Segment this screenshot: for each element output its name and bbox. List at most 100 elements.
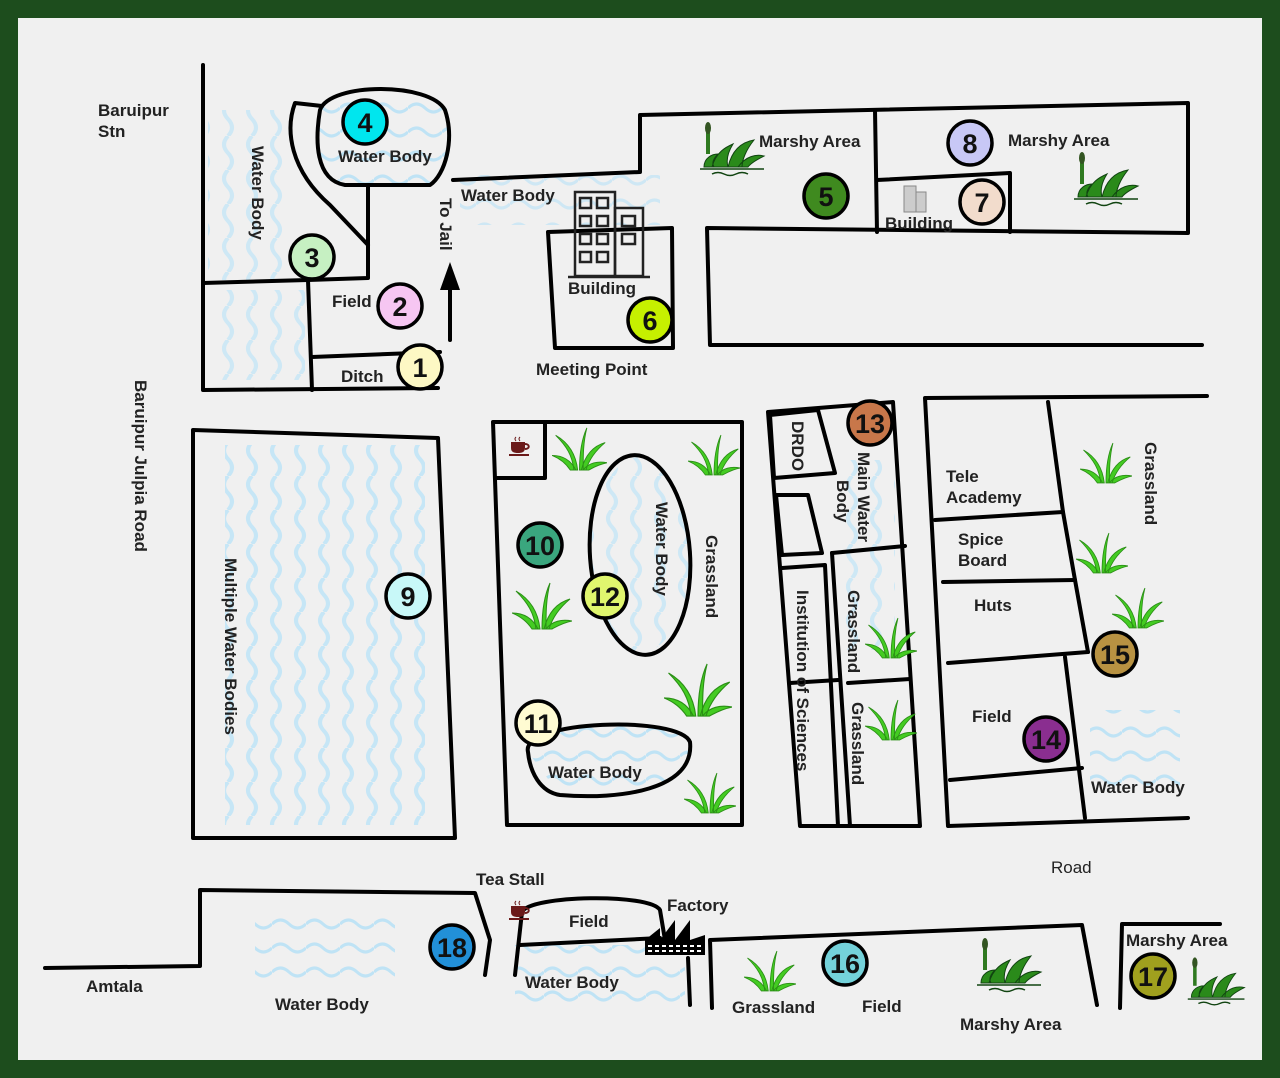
marker-circle bbox=[946, 119, 994, 167]
marker-circle bbox=[288, 233, 336, 281]
marker-circle bbox=[376, 282, 424, 330]
label-multiple-water-bodies: Multiple Water Bodies bbox=[221, 558, 240, 735]
marker-number: 18 bbox=[437, 933, 467, 963]
location-marker-6[interactable]: 6 bbox=[626, 296, 674, 344]
marker-number: 14 bbox=[1031, 725, 1061, 755]
location-marker-9[interactable]: 9 bbox=[384, 572, 432, 620]
label-water-body: Water Body bbox=[275, 995, 369, 1014]
label-water-body: Water Body bbox=[338, 147, 432, 166]
marker-number: 8 bbox=[962, 129, 977, 159]
boundaries bbox=[43, 63, 1222, 1010]
label-meeting-point: Meeting Point bbox=[536, 360, 648, 379]
label-marshy-area: Marshy Area bbox=[759, 132, 861, 151]
marker-number: 10 bbox=[525, 531, 555, 561]
building-icon bbox=[568, 190, 650, 279]
marker-circle bbox=[516, 521, 564, 569]
label-water-body: Water Body bbox=[652, 502, 671, 596]
location-marker-18[interactable]: 18 bbox=[428, 923, 476, 971]
marker-circle bbox=[341, 98, 389, 146]
labels: Baruipur Stn Water Body Water Body Field… bbox=[86, 101, 1228, 1034]
label-tele-academy: Tele bbox=[946, 467, 979, 486]
marker-circle bbox=[514, 699, 562, 747]
location-marker-7[interactable]: 7 bbox=[958, 178, 1006, 226]
label-water-body: Water Body bbox=[248, 146, 267, 240]
label-water-body: Water Body bbox=[1091, 778, 1185, 797]
marker-circle bbox=[958, 178, 1006, 226]
marker-number: 9 bbox=[400, 582, 415, 612]
label-tea-stall: Tea Stall bbox=[476, 870, 545, 889]
label-institution-of-sciences: Institution of Sciences bbox=[793, 590, 812, 771]
building-icon bbox=[903, 185, 927, 213]
arrow-up-icon bbox=[440, 262, 460, 290]
label-marshy-area: Marshy Area bbox=[1126, 931, 1228, 950]
location-marker-15[interactable]: 15 bbox=[1091, 630, 1139, 678]
label-field: Field bbox=[569, 912, 609, 931]
label-ditch: Ditch bbox=[341, 367, 384, 386]
label-grassland: Grassland bbox=[848, 702, 867, 785]
label-spice-board: Spice bbox=[958, 530, 1003, 549]
marker-circle bbox=[396, 343, 444, 391]
location-marker-1[interactable]: 1 bbox=[396, 343, 444, 391]
factory-icon bbox=[645, 920, 705, 955]
label-field: Field bbox=[972, 707, 1012, 726]
marker-number: 1 bbox=[412, 353, 427, 383]
marker-circle bbox=[1129, 952, 1177, 1000]
label-water-body: Water Body bbox=[548, 763, 642, 782]
marker-circle bbox=[581, 572, 629, 620]
marker-number: 15 bbox=[1100, 640, 1130, 670]
label-factory: Factory bbox=[667, 896, 729, 915]
label-main-water-body: Main Water bbox=[854, 452, 873, 542]
marker-circle bbox=[1022, 715, 1070, 763]
marker-circle bbox=[384, 572, 432, 620]
label-field: Field bbox=[862, 997, 902, 1016]
location-marker-11[interactable]: 11 bbox=[514, 699, 562, 747]
location-marker-16[interactable]: 16 bbox=[821, 939, 869, 987]
marker-number: 7 bbox=[974, 188, 989, 218]
label-drdo: DRDO bbox=[788, 421, 807, 471]
location-marker-13[interactable]: 13 bbox=[846, 399, 894, 447]
label-grassland: Grassland bbox=[732, 998, 815, 1017]
marker-number: 13 bbox=[855, 409, 885, 439]
label-building: Building bbox=[885, 214, 953, 233]
marker-number: 12 bbox=[590, 582, 620, 612]
label-main-water-body: Body bbox=[833, 480, 852, 523]
location-marker-17[interactable]: 17 bbox=[1129, 952, 1177, 1000]
label-water-body: Water Body bbox=[461, 186, 555, 205]
label-marshy-area: Marshy Area bbox=[960, 1015, 1062, 1034]
label-field: Field bbox=[332, 292, 372, 311]
location-marker-10[interactable]: 10 bbox=[516, 521, 564, 569]
marker-number: 4 bbox=[357, 108, 372, 138]
marker-circle bbox=[821, 939, 869, 987]
marker-circle bbox=[846, 399, 894, 447]
label-water-body: Water Body bbox=[525, 973, 619, 992]
marker-circle bbox=[626, 296, 674, 344]
location-marker-5[interactable]: 5 bbox=[802, 172, 850, 220]
label-grassland: Grassland bbox=[844, 590, 863, 673]
marker-number: 5 bbox=[818, 182, 833, 212]
label-amtala: Amtala bbox=[86, 977, 143, 996]
label-grassland: Grassland bbox=[1141, 442, 1160, 525]
label-spice-board: Board bbox=[958, 551, 1007, 570]
marker-number: 16 bbox=[830, 949, 860, 979]
label-to-jail: To Jail bbox=[436, 198, 455, 251]
location-marker-4[interactable]: 4 bbox=[341, 98, 389, 146]
marker-number: 17 bbox=[1138, 962, 1168, 992]
label-road: Road bbox=[1051, 858, 1092, 877]
label-marshy-area: Marshy Area bbox=[1008, 131, 1110, 150]
label-baruipur-julpia-road: Baruipur Julpia Road bbox=[131, 380, 150, 552]
marker-number: 11 bbox=[524, 709, 553, 739]
location-marker-14[interactable]: 14 bbox=[1022, 715, 1070, 763]
location-marker-12[interactable]: 12 bbox=[581, 572, 629, 620]
marker-number: 2 bbox=[392, 292, 407, 322]
label-building: Building bbox=[568, 279, 636, 298]
marker-circle bbox=[802, 172, 850, 220]
marker-circle bbox=[428, 923, 476, 971]
location-marker-2[interactable]: 2 bbox=[376, 282, 424, 330]
location-marker-3[interactable]: 3 bbox=[288, 233, 336, 281]
marker-circle bbox=[1091, 630, 1139, 678]
label-tele-academy: Academy bbox=[946, 488, 1022, 507]
label-baruipur-stn: Baruipur bbox=[98, 101, 169, 120]
location-marker-8[interactable]: 8 bbox=[946, 119, 994, 167]
